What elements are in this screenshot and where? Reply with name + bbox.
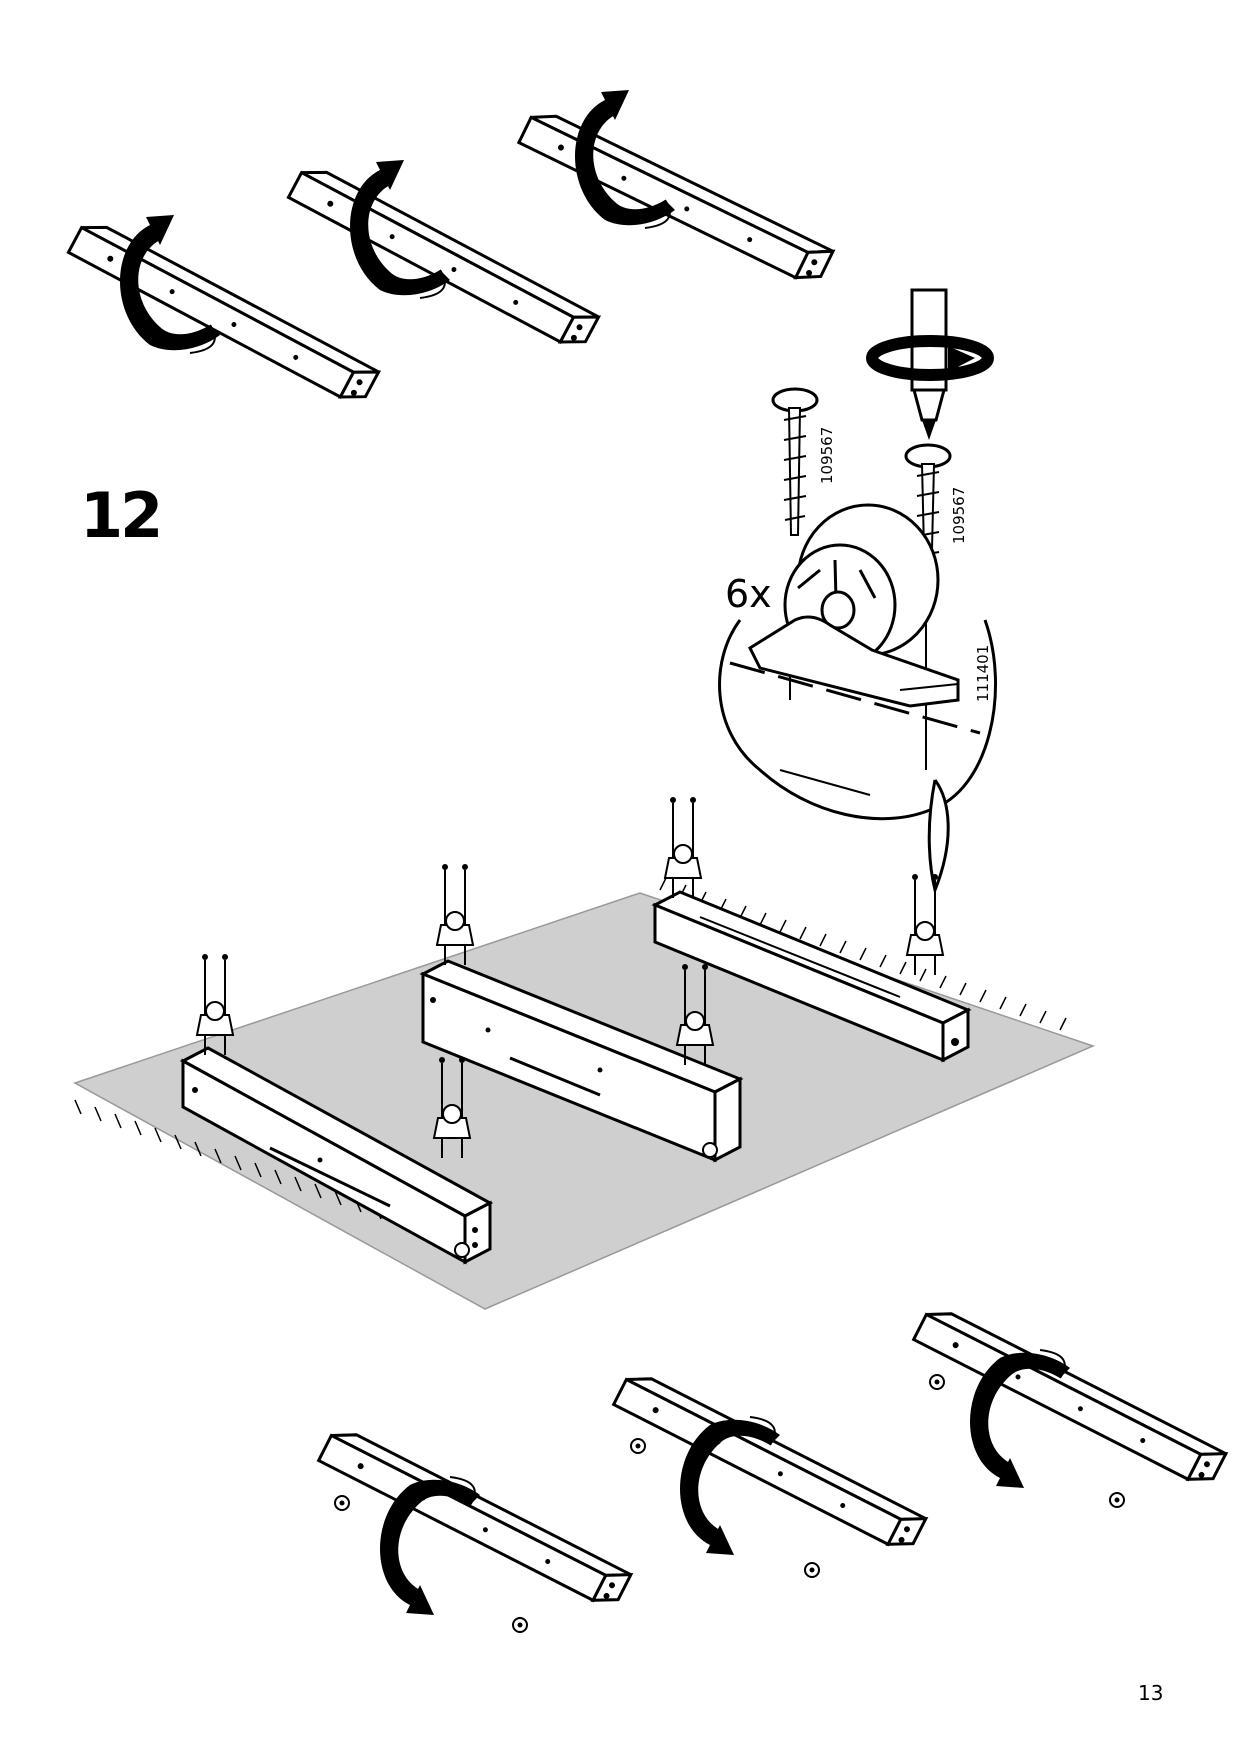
wheel xyxy=(804,1562,820,1578)
screw-part-number: 109567 xyxy=(818,426,836,484)
beam-back xyxy=(651,890,972,1063)
castor-on-beam xyxy=(436,863,474,966)
wheel xyxy=(512,1617,528,1633)
top-plank-1 xyxy=(66,215,381,409)
beam-middle xyxy=(419,959,744,1163)
top-plank-2 xyxy=(286,160,601,354)
castor-on-beam xyxy=(906,873,944,976)
wheel xyxy=(929,1374,945,1390)
page-number: 13 xyxy=(1138,1681,1164,1705)
quantity-label: 6x xyxy=(725,572,772,616)
screwdriver-icon xyxy=(910,288,948,440)
screw-part-number: 109567 xyxy=(950,486,968,544)
bottom-plank-3 xyxy=(912,1302,1228,1491)
wheel xyxy=(1109,1492,1125,1508)
wheel xyxy=(630,1438,646,1454)
castor-on-beam xyxy=(664,796,702,899)
beam-front xyxy=(179,1046,494,1265)
bottom-plank-2 xyxy=(612,1367,928,1556)
wheel-part-number: 111401 xyxy=(974,644,992,702)
step-number: 12 xyxy=(80,479,163,552)
screw-icon xyxy=(771,387,819,536)
wheel xyxy=(334,1495,350,1511)
bottom-plank-1 xyxy=(317,1423,633,1612)
clockwise-turn-icon xyxy=(866,335,994,381)
castor-wheel-icon xyxy=(748,503,960,708)
top-plank-3 xyxy=(517,105,835,289)
